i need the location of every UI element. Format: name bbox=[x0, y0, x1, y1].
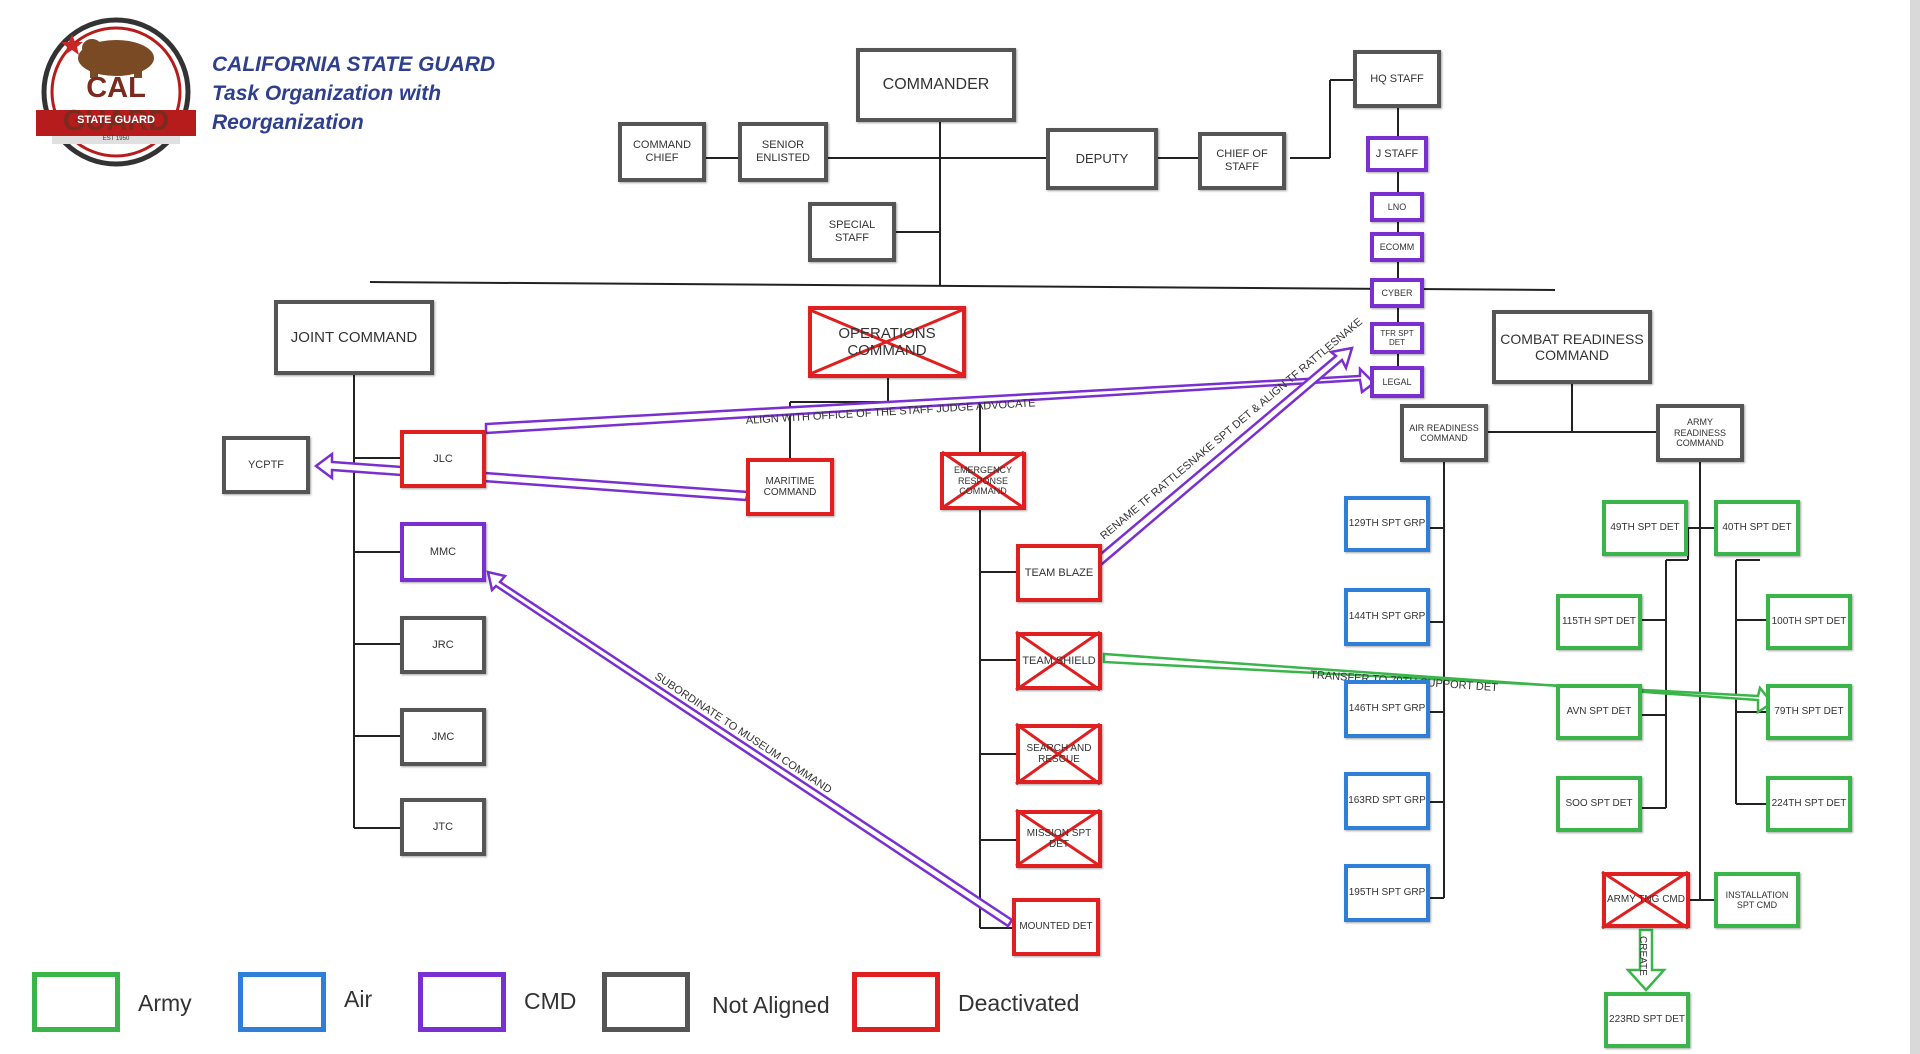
combat-readiness-command-box: COMBAT READINESS COMMAND bbox=[1492, 310, 1652, 384]
right-edge-strip bbox=[1910, 0, 1920, 1054]
command-chief-box: COMMAND CHIEF bbox=[618, 122, 706, 182]
deactivation-crosses bbox=[809, 308, 1689, 930]
arrow-labels: ALIGN WITH OFFICE OF THE STAFF JUDGE ADV… bbox=[652, 316, 1648, 976]
joint-command-box: JOINT COMMAND bbox=[274, 300, 434, 375]
army-readiness-command-box: ARMY READINESS COMMAND bbox=[1656, 404, 1744, 462]
grp-195-box: 195TH SPT GRP bbox=[1344, 864, 1430, 922]
rename-tf-label: RENAME TF RATTLESNAKE SPT DET & ALIGN TF… bbox=[1098, 316, 1365, 542]
legend-air-label: Air bbox=[344, 986, 373, 1012]
installation-spt-cmd-box: INSTALLATION SPT CMD bbox=[1714, 872, 1800, 928]
jlc-box: JLC bbox=[400, 430, 486, 488]
ecomm-box: ECOMM bbox=[1370, 232, 1424, 262]
legal-box: LEGAL bbox=[1370, 366, 1424, 398]
chief-of-staff-box: CHIEF OF STAFF bbox=[1198, 132, 1286, 190]
logo-banner: STATE GUARD bbox=[77, 114, 155, 126]
search-and-rescue-box: SEARCH AND RESCUE bbox=[1016, 724, 1102, 784]
senior-enlisted-box: SENIOR ENLISTED bbox=[738, 122, 828, 182]
mounted-det-box: MOUNTED DET bbox=[1012, 898, 1100, 956]
special-staff-box: SPECIAL STAFF bbox=[808, 202, 896, 262]
grp-129-box: 129TH SPT GRP bbox=[1344, 496, 1430, 552]
maritime-command-box: MARITIME COMMAND bbox=[746, 458, 834, 516]
reorg-arrows bbox=[313, 346, 1376, 928]
j-staff-box: J STAFF bbox=[1366, 136, 1428, 172]
jmc-box: JMC bbox=[400, 708, 486, 766]
grp-144-box: 144TH SPT GRP bbox=[1344, 588, 1430, 646]
legend-deactivated-swatch bbox=[852, 972, 940, 1032]
det-avn-box: AVN SPT DET bbox=[1556, 684, 1642, 740]
hq-staff-box: HQ STAFF bbox=[1353, 50, 1441, 108]
deputy-box: DEPUTY bbox=[1046, 128, 1158, 190]
tfr-spt-det-box: TFR SPT DET bbox=[1370, 322, 1424, 354]
cyber-box: CYBER bbox=[1370, 278, 1424, 308]
title-line-3: Reorganization bbox=[212, 111, 364, 134]
grp-146-box: 146TH SPT GRP bbox=[1344, 680, 1430, 738]
det-49-box: 49TH SPT DET bbox=[1602, 500, 1688, 556]
subordinate-museum-label: SUBORDINATE TO MUSEUM COMMAND bbox=[652, 670, 833, 796]
team-shield-box: TEAM SHIELD bbox=[1016, 632, 1102, 690]
team-blaze-box: TEAM BLAZE bbox=[1016, 544, 1102, 602]
legend-deactivated-label: Deactivated bbox=[958, 990, 1080, 1016]
rename-tf-arrow bbox=[1094, 346, 1354, 566]
mmc-box: MMC bbox=[400, 522, 486, 582]
logo-wordmark: CAL GUARD bbox=[62, 72, 170, 137]
subordinate-museum-arrow bbox=[486, 570, 1014, 928]
page-title: CALIFORNIA STATE GUARD Task Organization… bbox=[212, 50, 495, 137]
mission-spt-det-box: MISSION SPT DET bbox=[1016, 810, 1102, 868]
legend-cmd-label: CMD bbox=[524, 988, 577, 1014]
legend-air-swatch bbox=[238, 972, 326, 1032]
create-arrow bbox=[1625, 928, 1667, 992]
title-line-2: Task Organization with bbox=[212, 82, 442, 105]
legend-cmd-swatch bbox=[418, 972, 506, 1032]
create-label: CREATE bbox=[1637, 936, 1648, 976]
grp-163-box: 163RD SPT GRP bbox=[1344, 772, 1430, 830]
det-224-box: 224TH SPT DET bbox=[1766, 776, 1852, 832]
det-soo-box: SOO SPT DET bbox=[1556, 776, 1642, 832]
commander-box: COMMANDER bbox=[856, 48, 1016, 122]
legend-army-label: Army bbox=[138, 990, 192, 1016]
det-100-box: 100TH SPT DET bbox=[1766, 594, 1852, 650]
legend-army-swatch bbox=[32, 972, 120, 1032]
army-tng-cmd-box: ARMY TNG CMD bbox=[1602, 872, 1690, 928]
operations-command-box: OPERATIONS COMMAND bbox=[808, 306, 966, 378]
org-lines bbox=[353, 79, 1766, 929]
logo-est: EST 1950 bbox=[102, 136, 130, 142]
emergency-response-command-box: EMERGENCY RESPONSE COMMAND bbox=[940, 452, 1026, 510]
align-sja-arrow bbox=[484, 365, 1376, 435]
legend-not-aligned-swatch bbox=[602, 972, 690, 1032]
jtc-box: JTC bbox=[400, 798, 486, 856]
air-readiness-command-box: AIR READINESS COMMAND bbox=[1400, 404, 1488, 462]
ycptf-box: YCPTF bbox=[222, 436, 310, 494]
legend-not-aligned-label: Not Aligned bbox=[712, 992, 830, 1018]
lno-box: LNO bbox=[1370, 192, 1424, 222]
maritime-to-ycptf-arrow bbox=[313, 451, 750, 502]
title-line-1: CALIFORNIA STATE GUARD bbox=[212, 53, 496, 76]
det-223-box: 223RD SPT DET bbox=[1604, 992, 1690, 1048]
cal-guard-logo: CAL GUARD STATE GUARD EST 1950 bbox=[30, 12, 202, 170]
det-79-box: 79TH SPT DET bbox=[1766, 684, 1852, 740]
jrc-box: JRC bbox=[400, 616, 486, 674]
det-40-box: 40TH SPT DET bbox=[1714, 500, 1800, 556]
det-115-box: 115TH SPT DET bbox=[1556, 594, 1642, 650]
green-arrows bbox=[1102, 652, 1774, 992]
